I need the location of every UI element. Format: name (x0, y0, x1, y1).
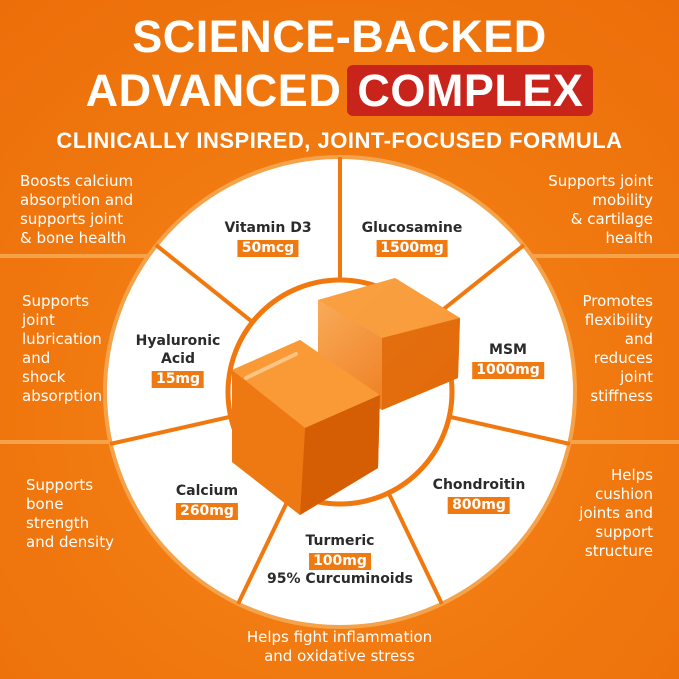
gummy-cube-front (232, 340, 380, 515)
benefit-mid-left: Supports joint lubrication and shock abs… (22, 292, 103, 405)
benefit-low-right: Helps cushion joints and support structu… (579, 466, 653, 560)
benefit-mid-right: Promotes flexibility and reduces joint s… (582, 292, 653, 405)
ingredient-chondroitin: Chondroitin 800mg (432, 476, 526, 514)
ingredient-dose-badge: 260mg (176, 503, 238, 520)
ingredient-hyaluronic-acid: Hyaluronic Acid 15mg (135, 332, 221, 388)
ingredient-name: Glucosamine (361, 220, 463, 236)
ingredient-vitamin-d3: Vitamin D3 50mcg (224, 219, 312, 257)
separator-line-mid-right (537, 440, 679, 444)
headline-line1: SCIENCE-BACKED (132, 11, 547, 62)
ingredient-glucosamine: Glucosamine 1500mg (361, 219, 463, 257)
ingredient-name: MSM (489, 342, 527, 358)
ingredient-turmeric: Turmeric 100mg 95% Curcuminoids (267, 532, 413, 588)
ingredient-msm: MSM 1000mg (472, 341, 544, 379)
ingredient-name: Turmeric (305, 533, 375, 549)
ingredient-dose-badge: 1000mg (472, 362, 544, 379)
benefit-bottom: Helps fight inflammation and oxidative s… (246, 628, 433, 665)
ingredient-dose-badge: 1500mg (376, 240, 448, 257)
ingredient-name: Chondroitin (432, 477, 526, 493)
ingredient-dose-badge: 15mg (151, 371, 205, 388)
benefit-low-left: Supports bone strength and density (26, 476, 114, 551)
ingredient-name: Calcium (175, 483, 239, 499)
benefit-top-left: Boosts calcium absorption and supports j… (20, 172, 134, 247)
benefit-top-right: Supports joint mobility & cartilage heal… (548, 172, 653, 247)
ingredient-dose-badge: 800mg (448, 497, 510, 514)
ingredient-dose-badge: 50mcg (237, 240, 299, 257)
subtitle: CLINICALLY INSPIRED, JOINT-FOCUSED FORMU… (56, 128, 623, 153)
separator-line-top-right (489, 254, 679, 258)
ingredient-name: Hyaluronic Acid (135, 333, 221, 367)
headline-complex-highlight: COMPLEX (347, 65, 594, 116)
ingredient-calcium: Calcium 260mg (176, 482, 238, 520)
headline-advanced: ADVANCED (85, 65, 342, 116)
ingredient-name: Vitamin D3 (224, 220, 312, 236)
separator-line-mid-left (0, 440, 142, 444)
ingredient-extra-note: 95% Curcuminoids (267, 571, 413, 587)
ingredient-dose-badge: 100mg (309, 553, 371, 570)
separator-line-top-left (0, 254, 190, 258)
